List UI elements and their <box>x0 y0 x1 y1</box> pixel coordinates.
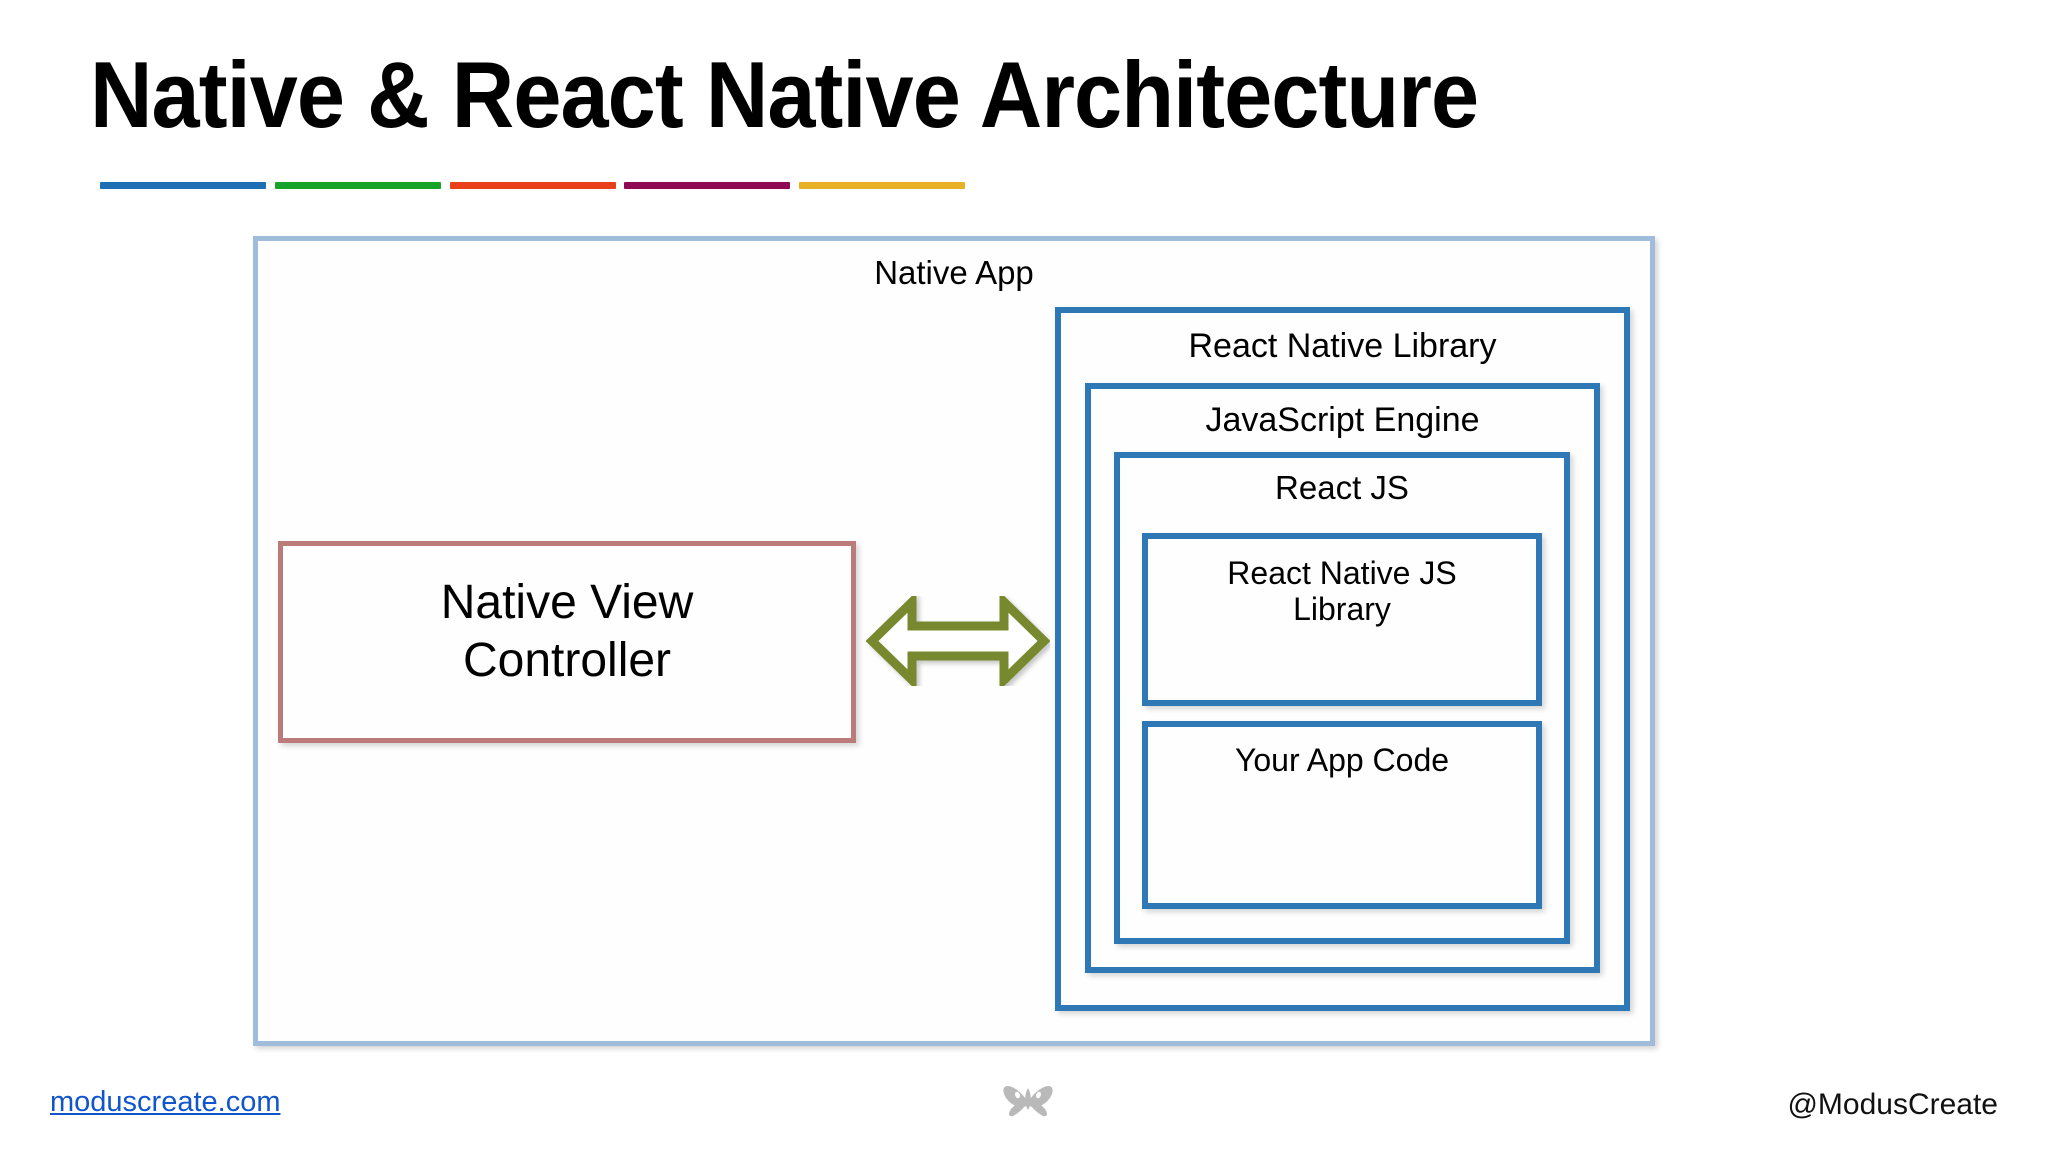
footer-website-link[interactable]: moduscreate.com <box>50 1086 281 1118</box>
accent-bar-gold <box>799 182 965 189</box>
container-native-app-label: Native App <box>874 254 1034 291</box>
container-your-app-code: Your App Code <box>1142 721 1542 909</box>
container-native-view-controller: Native View Controller <box>278 541 856 743</box>
container-native-view-controller-label: Native View Controller <box>440 576 694 687</box>
page-title: Native & React Native Architecture <box>90 42 1479 147</box>
butterfly-logo-icon <box>1000 1072 1056 1124</box>
container-react-native-js-library: React Native JS Library <box>1142 533 1542 706</box>
accent-bar-purple <box>624 182 790 189</box>
accent-bar-blue <box>100 182 266 189</box>
accent-bar-green <box>275 182 441 189</box>
container-react-native-library-label: React Native Library <box>1188 327 1497 365</box>
accent-bar-group <box>100 182 970 190</box>
container-javascript-engine-label: JavaScript Engine <box>1205 401 1480 439</box>
container-your-app-code-label: Your App Code <box>1234 742 1450 778</box>
accent-bar-red <box>450 182 616 189</box>
footer-social-handle: @ModusCreate <box>1787 1088 1998 1121</box>
left-right-double-arrow-icon <box>865 591 1051 691</box>
container-react-js-label: React JS <box>1275 469 1409 506</box>
container-react-native-js-library-label: React Native JS Library <box>1227 555 1457 628</box>
